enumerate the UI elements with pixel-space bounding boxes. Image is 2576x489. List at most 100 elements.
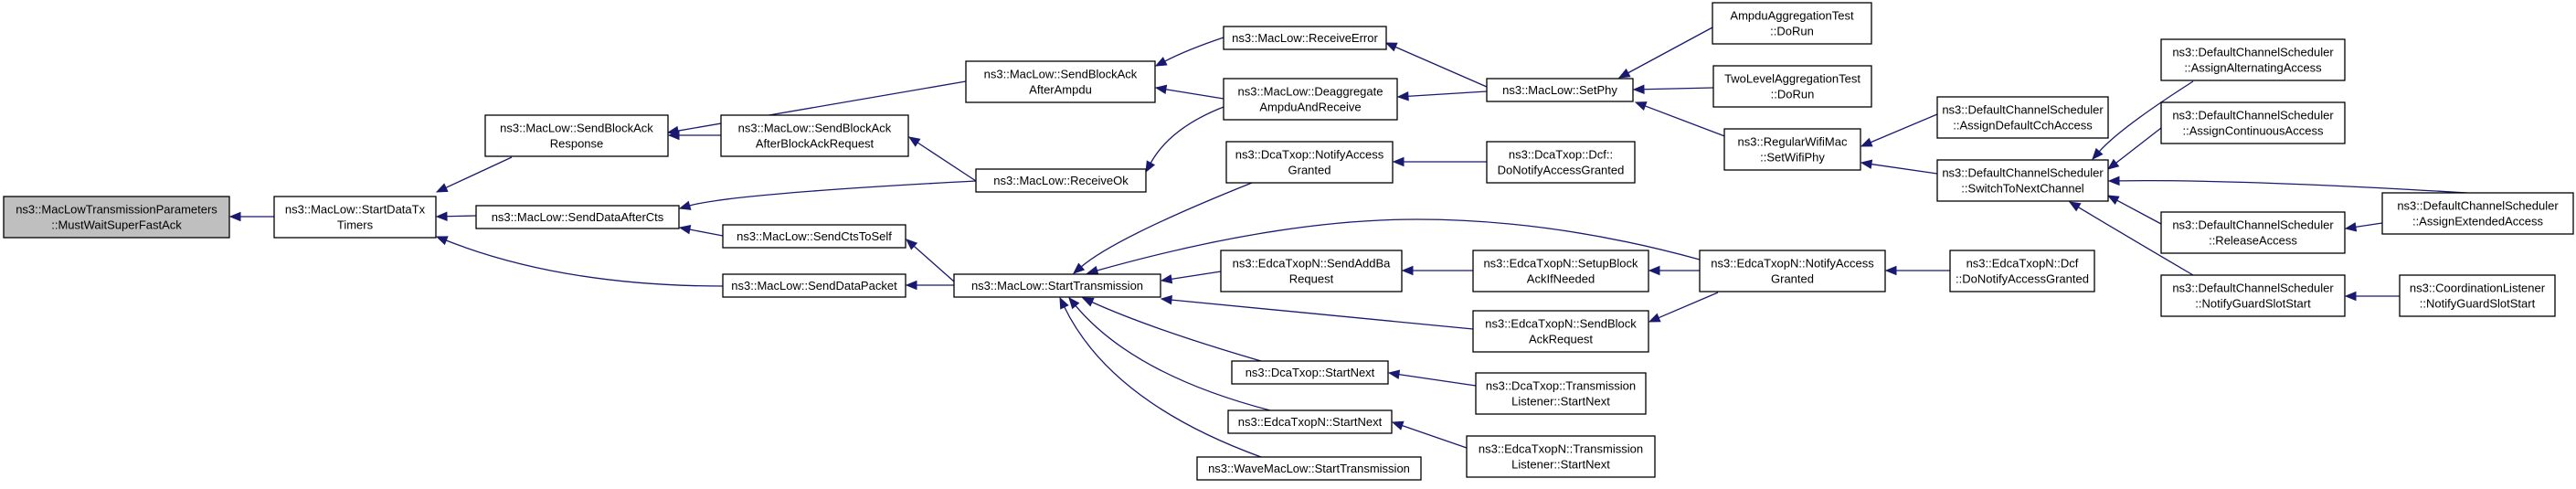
- graph-node[interactable]: ns3::EdcaTxopN::Dcf::DoNotifyAccessGrant…: [1949, 250, 2095, 292]
- graph-node[interactable]: ns3::DcaTxop::TransmissionListener::Star…: [1475, 372, 1647, 415]
- edge-n4-n1: [435, 236, 724, 287]
- graph-node[interactable]: ns3::MacLow::StartTransmission: [953, 273, 1161, 298]
- node-label-line: ::NotifyGuardSlotStart: [2195, 297, 2311, 311]
- graph-node[interactable]: ns3::EdcaTxopN::NotifyAccessGranted: [1699, 250, 1886, 292]
- graph-node[interactable]: ns3::CoordinationListener::NotifyGuardSl…: [2399, 274, 2556, 317]
- node-label-line: ::SwitchToNextChannel: [1961, 182, 2084, 196]
- edge-n16-n9: [1059, 296, 1262, 458]
- graph-node[interactable]: ns3::DefaultChannelScheduler::AssignExte…: [2381, 192, 2574, 235]
- node-label-line: ns3::DcaTxop::NotifyAccess: [1235, 148, 1384, 162]
- node-box: [1466, 435, 1656, 478]
- graph-node[interactable]: ns3::DefaultChannelScheduler::ReleaseAcc…: [2160, 211, 2346, 254]
- node-box: [975, 168, 1147, 193]
- graph-node[interactable]: ns3::MacLow::SendDataAfterCts: [475, 205, 680, 229]
- edge-n30-n28: [2092, 80, 2194, 160]
- edge-n23-n17: [1617, 27, 1713, 79]
- node-label-line: ns3::MacLow::ReceiveError: [1232, 31, 1378, 45]
- edge-n17-n11: [1396, 90, 1488, 101]
- root-node[interactable]: ns3::MacLowTransmissionParameters::MustW…: [3, 196, 230, 239]
- edge-n27-n25: [1860, 113, 1938, 147]
- graph-node[interactable]: ns3::DcaTxop::StartNext: [1231, 360, 1389, 385]
- graph-node[interactable]: ns3::DefaultChannelScheduler::AssignAlte…: [2160, 38, 2346, 81]
- graph-node[interactable]: ns3::EdcaTxopN::StartNext: [1227, 409, 1393, 434]
- node-label-line: ns3::CoordinationListener: [2410, 282, 2546, 295]
- edge-n7-n3: [678, 225, 724, 237]
- node-label-line: TwoLevelAggregationTest: [1724, 72, 1860, 86]
- edge-n18-n12: [1392, 156, 1487, 167]
- graph-node[interactable]: ns3::DefaultChannelScheduler::NotifyGuar…: [2160, 274, 2346, 317]
- graph-node[interactable]: ns3::MacLow::SendBlockAckAfterBlockAckRe…: [720, 114, 909, 157]
- edge-n9-n4: [905, 280, 954, 291]
- arrowhead: [1073, 262, 1086, 274]
- edge-line: [445, 215, 477, 218]
- node-box: [1949, 250, 2095, 292]
- edge-n1-n0: [228, 211, 274, 222]
- graph-node[interactable]: ns3::MacLow::SetPhy: [1486, 78, 1634, 102]
- edge-n21-n14: [1387, 369, 1477, 387]
- edge-n8-n6: [907, 136, 977, 182]
- graph-node[interactable]: ns3::MacLow::ReceiveOk: [975, 168, 1147, 193]
- edge-line: [2115, 127, 2162, 165]
- node-label-line: AckRequest: [1529, 333, 1593, 346]
- edge-n19-n13: [1401, 265, 1473, 276]
- arrowhead: [2107, 175, 2120, 186]
- node-label-line: ns3::DefaultChannelScheduler: [2172, 218, 2334, 232]
- node-label-line: Timers: [337, 218, 374, 232]
- edge-n34-n28: [2107, 175, 2468, 194]
- arrowhead: [1086, 265, 1099, 275]
- node-label-line: ns3::DefaultChannelScheduler: [1942, 166, 2104, 180]
- node-box: [1486, 78, 1634, 102]
- arrowhead: [435, 236, 449, 246]
- node-box: [1472, 250, 1649, 292]
- node-box: [1712, 2, 1872, 45]
- arrowhead: [1059, 296, 1069, 310]
- graph-node[interactable]: ns3::DefaultChannelScheduler::SwitchToNe…: [1936, 159, 2109, 202]
- arrowhead: [228, 211, 241, 222]
- node-label-line: ns3::MacLow::SendDataPacket: [731, 279, 897, 292]
- node-box: [722, 273, 906, 298]
- node-box: [1475, 372, 1647, 415]
- arrowhead: [435, 183, 449, 193]
- arrowhead: [907, 136, 921, 147]
- node-label-line: ns3::MacLow::Deaggregate: [1238, 85, 1383, 99]
- graph-node[interactable]: ns3::DcaTxop::Dcf::DoNotifyAccessGranted: [1486, 141, 1636, 184]
- arrowhead: [1154, 84, 1168, 95]
- graph-node[interactable]: ns3::DcaTxop::NotifyAccessGranted: [1225, 141, 1394, 184]
- arrowhead: [1387, 369, 1401, 379]
- edge-n35-n33: [2344, 291, 2400, 302]
- node-label-line: ns3::MacLow::SetPhy: [1502, 83, 1617, 97]
- graph-node[interactable]: ns3::MacLow::ReceiveError: [1223, 26, 1387, 50]
- node-box: [1936, 159, 2109, 202]
- node-label-line: Request: [1289, 272, 1334, 286]
- graph-node[interactable]: ns3::DefaultChannelScheduler::AssignCont…: [2160, 101, 2346, 144]
- node-box: [2160, 211, 2346, 254]
- node-label-line: ns3::DcaTxop::Transmission: [1486, 379, 1636, 393]
- graph-node[interactable]: ns3::DefaultChannelScheduler::AssignDefa…: [1936, 96, 2109, 139]
- arrowhead: [1617, 68, 1631, 79]
- node-label-line: ::SetWifiPhy: [1760, 151, 1825, 165]
- graph-node[interactable]: ns3::EdcaTxopN::TransmissionListener::St…: [1466, 435, 1656, 478]
- nodes-layer: ns3::MacLowTransmissionParameters::MustW…: [3, 2, 2574, 481]
- edge-line: [2354, 222, 2383, 229]
- graph-node[interactable]: ns3::MacLow::SendDataPacket: [722, 273, 906, 298]
- arrowhead: [667, 130, 680, 141]
- node-label-line: ns3::DefaultChannelScheduler: [2172, 282, 2334, 295]
- edge-line: [1150, 106, 1224, 165]
- node-label-line: ns3::RegularWifiMac: [1738, 135, 1848, 149]
- edge-line: [1096, 218, 1701, 271]
- node-label-line: ::AssignContinuousAccess: [2183, 124, 2324, 138]
- graph-node[interactable]: ns3::RegularWifiMac::SetWifiPhy: [1723, 128, 1861, 171]
- edge-n31-n28: [2106, 127, 2162, 170]
- arrowhead: [906, 239, 918, 250]
- graph-node[interactable]: ns3::WaveMacLow::StartTransmission: [1196, 456, 1422, 481]
- graph-node[interactable]: AmpduAggregationTest::DoRun: [1712, 2, 1872, 45]
- graph-node[interactable]: TwoLevelAggregationTest::DoRun: [1712, 65, 1872, 108]
- graph-node[interactable]: ns3::MacLow::SendCtsToSelf: [722, 224, 906, 249]
